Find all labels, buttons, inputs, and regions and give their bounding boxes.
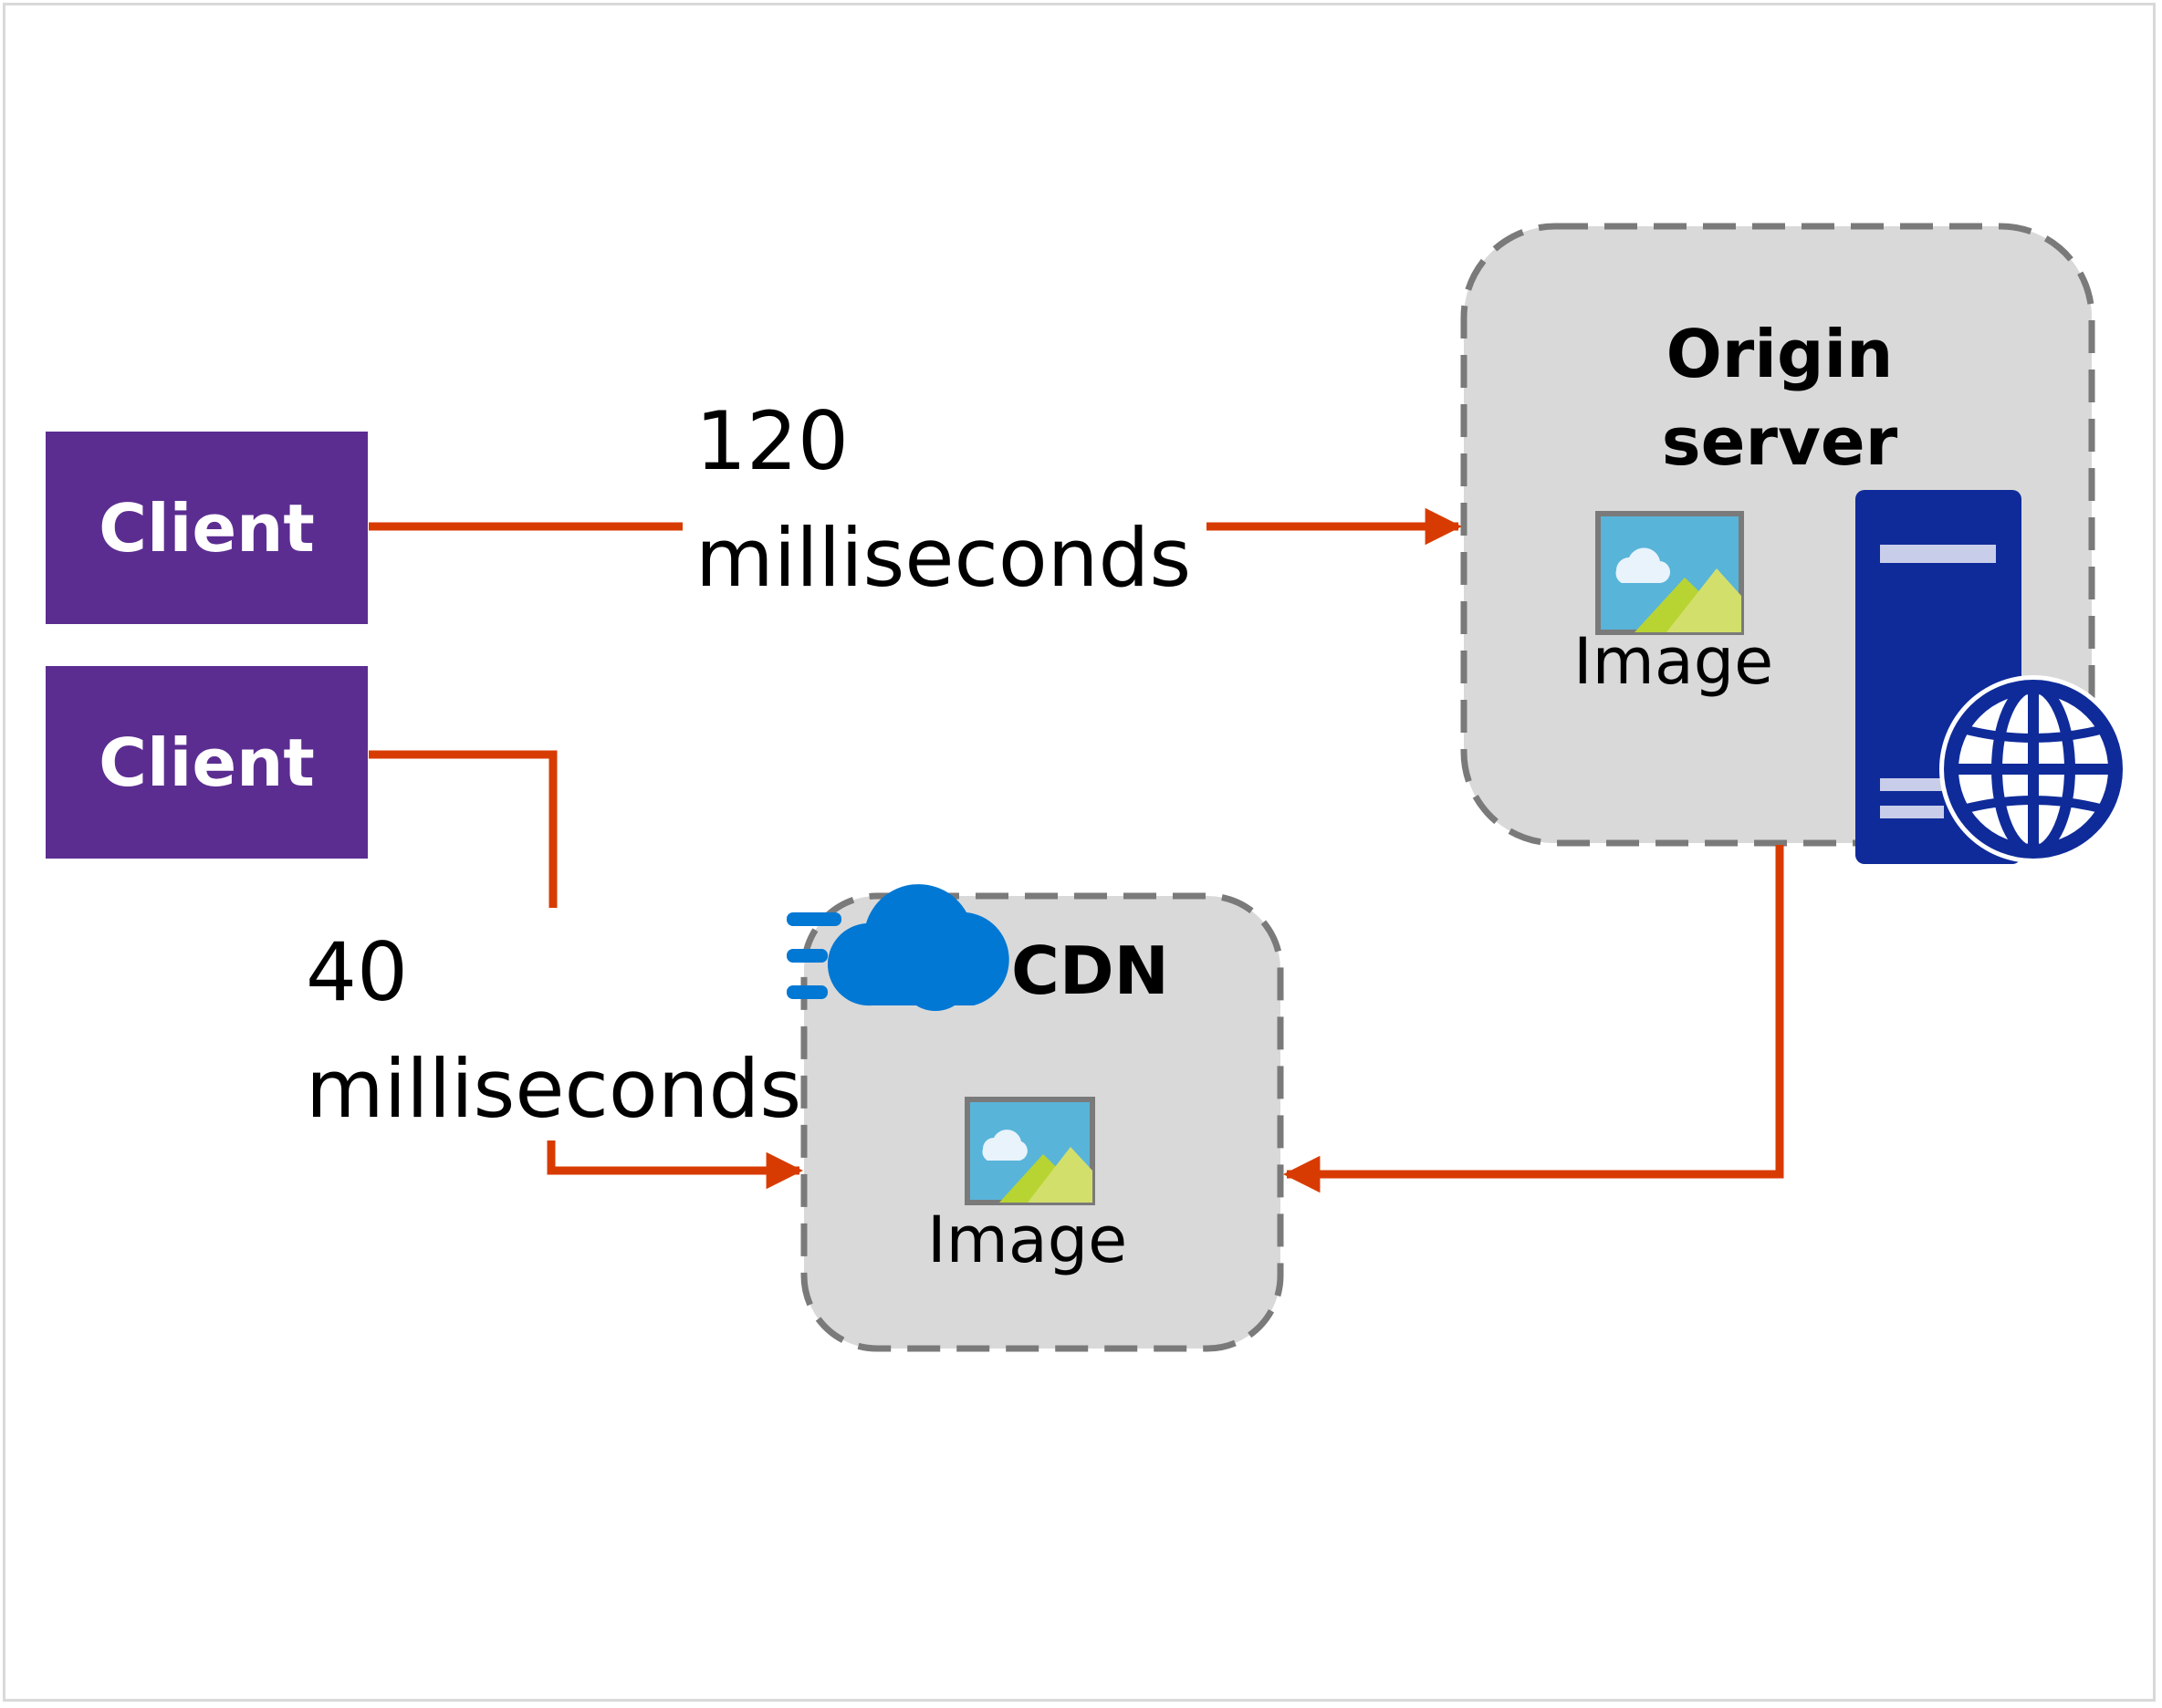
client-to-cdn-arrow [369, 750, 804, 1190]
latency-unit: milliseconds [306, 1042, 802, 1136]
origin-image-label: Image [1573, 624, 1774, 699]
client-box: Client [46, 666, 368, 859]
server-globe-icon [1855, 490, 2127, 864]
latency-unit: milliseconds [695, 511, 1192, 605]
diagram-frame [3, 3, 2156, 1702]
origin-server-title: Origin server [1643, 310, 1917, 485]
cdn-image-label: Image [927, 1203, 1128, 1277]
origin-title-line2: server [1661, 403, 1898, 480]
latency-value: 40 [306, 925, 408, 1019]
client-label: Client [99, 489, 315, 567]
latency-direct-label: 120 milliseconds [695, 383, 1191, 617]
image-icon [965, 1097, 1095, 1205]
client-label: Client [99, 724, 315, 801]
image-icon [1595, 511, 1744, 635]
latency-cdn-label: 40 milliseconds [306, 914, 801, 1148]
client-box: Client [46, 432, 368, 624]
origin-title-line1: Origin [1666, 316, 1894, 392]
origin-to-cdn-arrow [1282, 845, 1784, 1193]
cdn-title: CDN [1011, 932, 1169, 1009]
cdn-cloud-icon [787, 884, 1009, 1011]
latency-value: 120 [695, 394, 849, 488]
